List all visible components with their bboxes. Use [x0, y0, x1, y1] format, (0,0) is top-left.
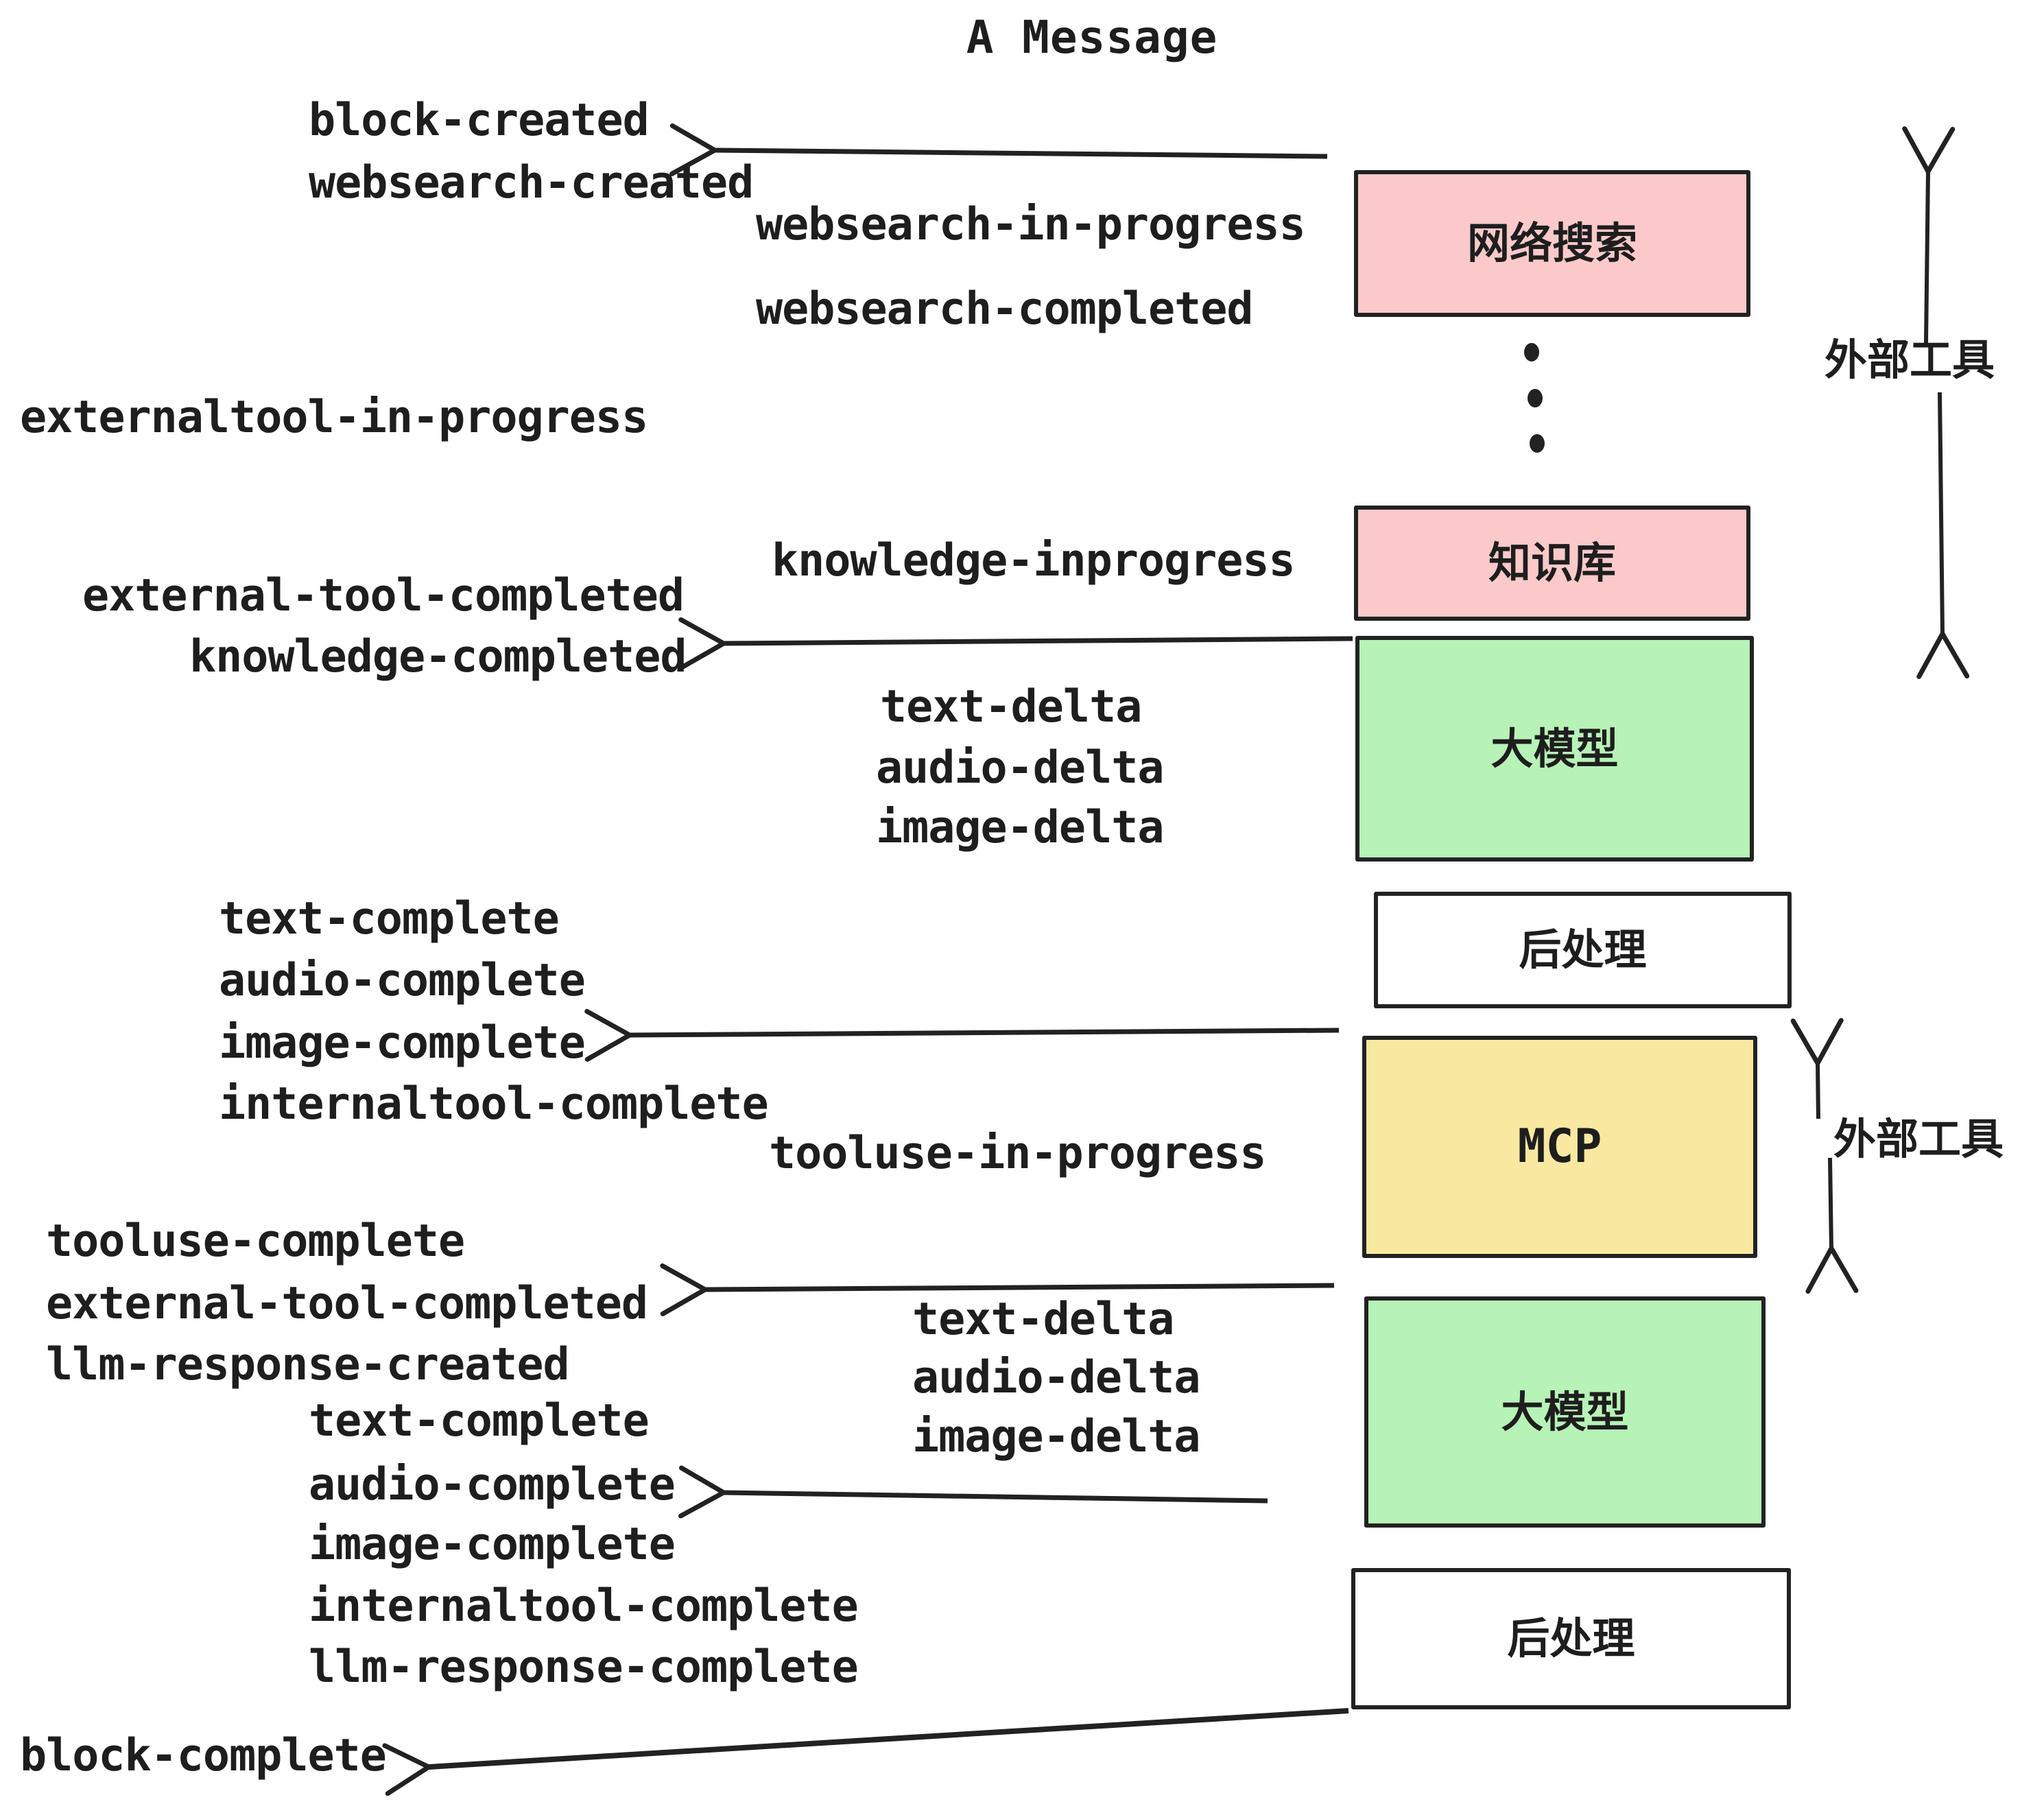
event-label-image-complete-1: image-complete: [219, 1017, 586, 1069]
event-label-audio-delta-1: audio-delta: [876, 742, 1164, 794]
event-label-external-tool-completed-1: external-tool-completed: [82, 570, 685, 621]
external-tools-up-arrow-1: [1926, 171, 1928, 344]
event-label-image-delta-2: image-delta: [912, 1411, 1200, 1462]
node-postprocess-2: 后处理: [1351, 1568, 1791, 1709]
node-websearch-label: 网络搜索: [1466, 218, 1637, 268]
arrow-websearch-to-block-created: [715, 150, 1328, 156]
node-knowledge-label: 知识库: [1488, 538, 1616, 588]
event-label-image-delta-1: image-delta: [876, 802, 1164, 853]
event-label-text-complete-2: text-complete: [309, 1395, 650, 1447]
event-label-tooluse-complete: tooluse-complete: [46, 1215, 465, 1267]
event-label-llm-response-complete: llm-response-complete: [309, 1641, 859, 1693]
event-label-image-complete-2: image-complete: [309, 1519, 676, 1570]
event-label-websearch-completed: websearch-completed: [756, 283, 1254, 335]
event-label-tooluse-in-progress: tooluse-in-progress: [769, 1128, 1267, 1179]
arrow-mcp-to-image-complete: [630, 1030, 1340, 1035]
ellipsis-dot: [1530, 434, 1545, 453]
event-label-external-tool-completed-2: external-tool-completed: [46, 1278, 648, 1329]
arrow-postprocess2-to-block-complete: [429, 1708, 1349, 1767]
event-label-audio-delta-2: audio-delta: [912, 1352, 1200, 1403]
event-label-text-delta-1: text-delta: [880, 681, 1142, 733]
node-postprocess-2-label: 后处理: [1507, 1613, 1635, 1663]
external-tools-down-arrow-1: [1940, 392, 1942, 634]
node-mcp: MCP: [1362, 1036, 1757, 1258]
event-label-llm-response-created: llm-response-created: [46, 1339, 570, 1390]
arrow-llm1-to-knowledge-completed: [724, 639, 1353, 643]
event-label-websearch-created: websearch-created: [309, 157, 754, 209]
ellipsis-dot: [1524, 343, 1539, 361]
arrow-llm2-to-tooluse-complete: [705, 1285, 1335, 1290]
node-postprocess-1-label: 后处理: [1519, 925, 1647, 975]
event-label-audio-complete-1: audio-complete: [219, 955, 586, 1006]
node-llm-1-label: 大模型: [1490, 723, 1619, 774]
event-label-text-complete-1: text-complete: [219, 893, 560, 945]
event-label-block-created: block-created: [309, 95, 650, 146]
node-llm-2: 大模型: [1364, 1296, 1766, 1528]
event-label-audio-complete-2: audio-complete: [309, 1459, 676, 1510]
event-label-websearch-in-progress: websearch-in-progress: [756, 199, 1306, 250]
node-knowledge: 知识库: [1354, 506, 1750, 621]
event-label-knowledge-inprogress: knowledge-inprogress: [772, 535, 1296, 586]
event-label-internaltool-complete-2: internaltool-complete: [309, 1580, 859, 1632]
ellipsis-dot: [1528, 389, 1543, 407]
node-mcp-label: MCP: [1517, 1119, 1602, 1174]
event-label-knowledge-completed: knowledge-completed: [189, 631, 687, 683]
external-tools-label-1: 外部工具: [1825, 335, 1995, 385]
node-llm-2-label: 大模型: [1501, 1386, 1629, 1437]
event-label-externaltool-in-progress: externaltool-in-progress: [20, 392, 648, 443]
external-tools-down-arrow-2: [1830, 1157, 1831, 1248]
external-tools-label-2: 外部工具: [1833, 1114, 2004, 1164]
event-label-block-complete: block-complete: [20, 1730, 387, 1781]
node-websearch: 网络搜索: [1354, 170, 1750, 317]
node-postprocess-1: 后处理: [1374, 892, 1792, 1008]
event-label-internaltool-complete-1: internaltool-complete: [219, 1078, 769, 1130]
node-llm-1: 大模型: [1355, 636, 1754, 862]
event-label-text-delta-2: text-delta: [912, 1294, 1174, 1345]
diagram-title: A Message: [966, 11, 1218, 64]
arrow-llm2-to-audio-complete: [724, 1493, 1268, 1501]
